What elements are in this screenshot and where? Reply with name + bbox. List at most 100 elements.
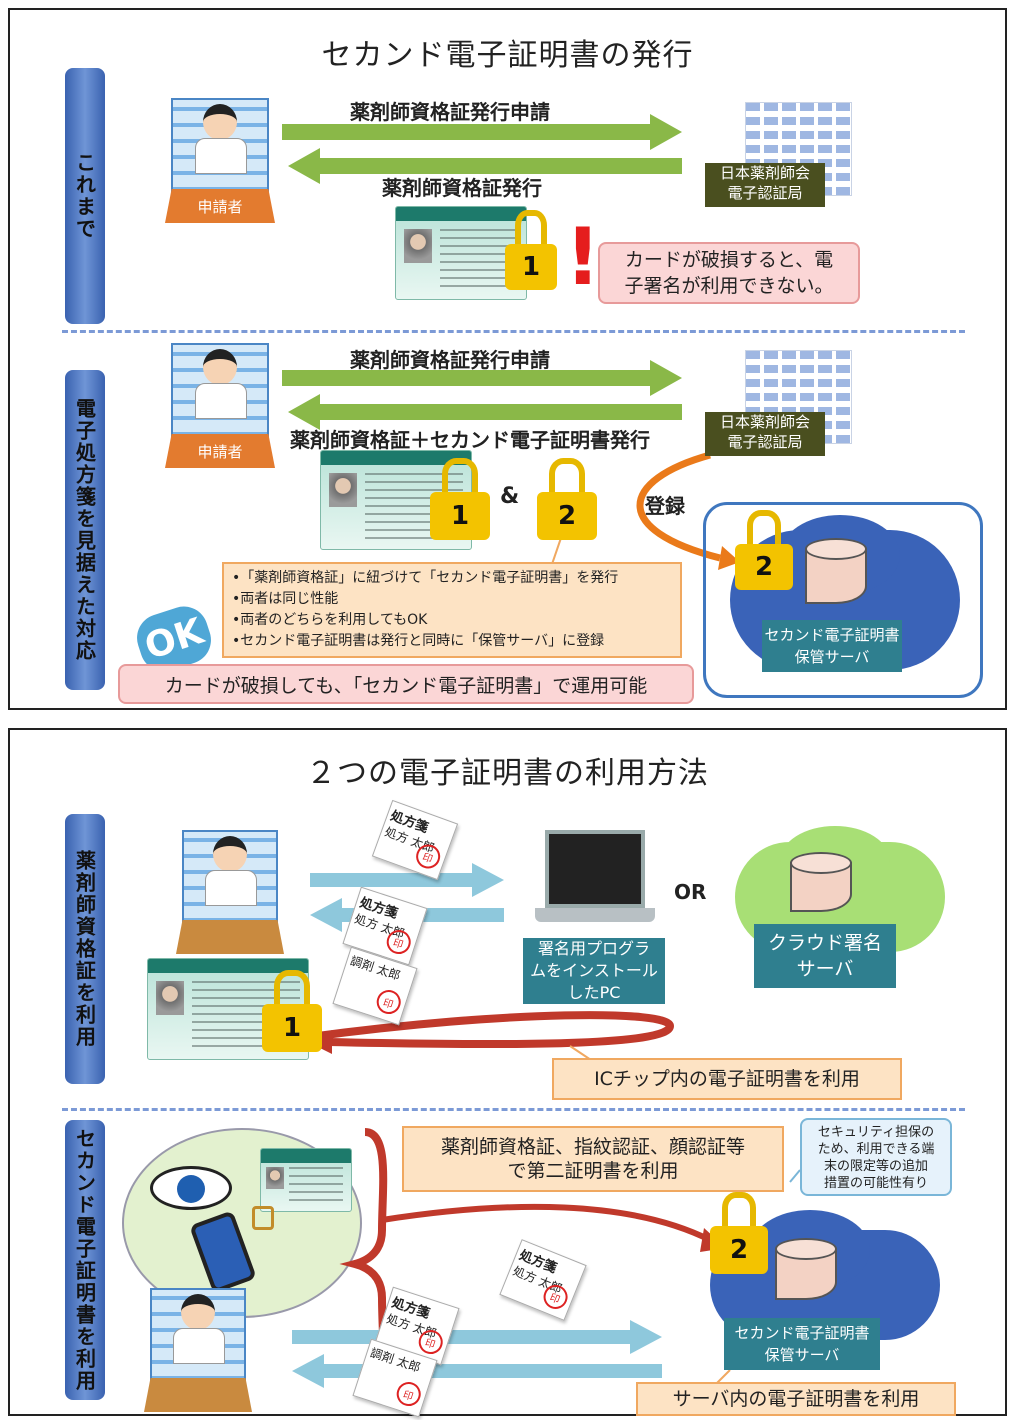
server-frame: [703, 502, 983, 698]
authority-box: 日本薬剤師会 電子認証局: [705, 163, 825, 207]
lock-number: 1: [262, 1004, 322, 1052]
register-arrowhead: [718, 546, 740, 570]
pharmacist-illustration: [176, 830, 284, 954]
authority-line-2: 電子認証局: [727, 184, 803, 202]
panel-title: ２つの電子証明書の利用方法: [306, 756, 709, 791]
section-label-after: 電子処方箋を見据えた対応: [65, 370, 105, 690]
security-pointer: [789, 1169, 801, 1183]
card-header: [148, 959, 308, 973]
authority-line-2: 電子認証局: [727, 433, 803, 451]
pharmacist-coat: [205, 870, 257, 906]
lock-number: 1: [505, 243, 557, 290]
label-request-2: 薬剤師資格証発行申請: [350, 348, 550, 372]
server-lock-icon: 2: [710, 1192, 768, 1274]
pharmacist-head: [203, 349, 237, 385]
lock-icon-2: 2: [537, 458, 597, 540]
database-icon: [805, 538, 867, 604]
ampersand: &: [500, 484, 520, 509]
note-line-4: 措置の可能性有り: [823, 1176, 928, 1191]
arrow-out: [310, 863, 504, 897]
database-icon: [790, 852, 852, 912]
lock-number: 2: [537, 492, 597, 540]
applicant-illustration-2: 申請者: [165, 343, 275, 468]
warning-line-2: 子署名が利用できない。: [624, 275, 834, 297]
feature-list: 「薬剤師資格証」に紐づけて「セカンド電子証明書」を発行 両者は同じ性能 両者のど…: [222, 562, 682, 658]
license-card-mini: [260, 1148, 352, 1212]
laptop-icon: [535, 830, 655, 922]
auth-line-2: で第二証明書を利用: [507, 1160, 679, 1182]
register-label: 登録: [645, 494, 685, 518]
pc-line-1: 署名用プログラ: [537, 939, 650, 958]
label-issue: 薬剤師資格証発行: [382, 176, 542, 200]
server-lock-icon: 2: [735, 510, 793, 590]
authority-box-2: 日本薬剤師会 電子認証局: [705, 412, 825, 456]
note-line-3: 末の限定等の追加: [823, 1159, 928, 1174]
note-line-1: セキュリティ担保の: [817, 1125, 935, 1140]
section-label-card: 薬剤師資格証を利用: [65, 814, 105, 1084]
feature-item: 両者は同じ性能: [232, 589, 672, 610]
applicant-desk: 申請者: [165, 434, 275, 468]
unlock-icon: [252, 1206, 274, 1230]
server-line-2: 保管サーバ: [794, 648, 870, 666]
feature-item: セカンド電子証明書は発行と同時に「保管サーバ」に登録: [232, 631, 672, 652]
server-box: セカンド電子証明書 保管サーバ: [762, 620, 902, 672]
authority-line-1: 日本薬剤師会: [719, 413, 810, 431]
section-label-before: これまで: [65, 68, 105, 324]
section-divider: [62, 1108, 965, 1111]
lock-number: 2: [710, 1226, 768, 1274]
section-divider: [62, 330, 965, 333]
register-arrow: [636, 451, 721, 562]
server-arrow: [381, 1203, 712, 1243]
note-line-2: ため、利用できる端: [817, 1142, 935, 1157]
cloud-server-box: クラウド署名 サーバ: [754, 924, 896, 988]
pharmacist-coat: [195, 138, 247, 174]
ic-loop-arrow: [309, 1011, 675, 1049]
pc-line-3: したPC: [567, 983, 621, 1002]
lock-icon-1: 1: [430, 458, 490, 540]
cloud-line-1: クラウド署名: [767, 932, 882, 954]
pc-line-2: ムをインストール: [530, 961, 658, 980]
section-label-second: セカンド電子証明書を利用: [65, 1120, 105, 1400]
warning-icon: !: [565, 213, 601, 303]
arrows-after: [282, 360, 740, 571]
lock-icon-1: 1: [262, 970, 322, 1052]
applicant-illustration: 申請者: [165, 98, 275, 223]
card-photo: [404, 229, 432, 263]
pharmacist-head: [213, 836, 247, 872]
panel-issuance: セカンド電子証明書の発行 これまで 申請者 薬剤師資格証発行申請 薬剤師資格証発…: [8, 8, 1007, 710]
lock-icon: 1: [505, 210, 557, 290]
pharmacist-head: [203, 104, 237, 140]
server-line-1: セカンド電子証明書: [734, 1324, 870, 1342]
card-photo: [329, 473, 357, 507]
server-line-1: セカンド電子証明書: [764, 626, 900, 644]
security-note: セキュリティ担保の ため、利用できる端 末の限定等の追加 措置の可能性有り: [800, 1118, 952, 1196]
lock-number: 2: [735, 543, 793, 590]
arrow-request-2: [282, 360, 682, 396]
arrow-in-2: [292, 1354, 662, 1388]
seal-icon: 印: [393, 1378, 424, 1410]
warning-box: カードが破損すると、電 子署名が利用できない。: [598, 242, 860, 304]
pharmacist-illustration-2: [144, 1288, 252, 1412]
server-box-2: セカンド電子証明書 保管サーバ: [724, 1318, 880, 1370]
ok-message: カードが破損しても、「セカンド電子証明書」で運用可能: [118, 664, 694, 704]
ic-chip-label: ICチップ内の電子証明書を利用: [552, 1058, 902, 1100]
server-line-2: 保管サーバ: [764, 1346, 840, 1364]
card-header: [321, 451, 471, 465]
arrows-before: [282, 114, 682, 184]
cloud-line-2: サーバ: [796, 958, 854, 980]
card-photo: [266, 1167, 284, 1189]
arrow-request: [282, 114, 682, 150]
label-request: 薬剤師資格証発行申請: [350, 100, 550, 124]
pharmacist-head: [181, 1294, 215, 1330]
server-usage-label: サーバ内の電子証明書を利用: [636, 1382, 956, 1416]
pc-box: 署名用プログラ ムをインストール したPC: [523, 938, 665, 1004]
auth-line-1: 薬剤師資格証、指紋認証、顔認証等: [440, 1136, 745, 1158]
or-label: OR: [674, 880, 707, 904]
card-header: [396, 207, 526, 221]
feature-item: 「薬剤師資格証」に紐づけて「セカンド電子証明書」を発行: [232, 568, 672, 589]
label-issue-2: 薬剤師資格証＋セカンド電子証明書発行: [290, 428, 650, 452]
applicant-desk: 申請者: [165, 189, 275, 223]
warning-line-1: カードが破損すると、電: [624, 249, 834, 271]
card-header: [261, 1149, 351, 1163]
panel-usage: ２つの電子証明書の利用方法 薬剤師資格証を利用 処方箋 処方 太郎 印 処方箋 …: [8, 728, 1007, 1418]
